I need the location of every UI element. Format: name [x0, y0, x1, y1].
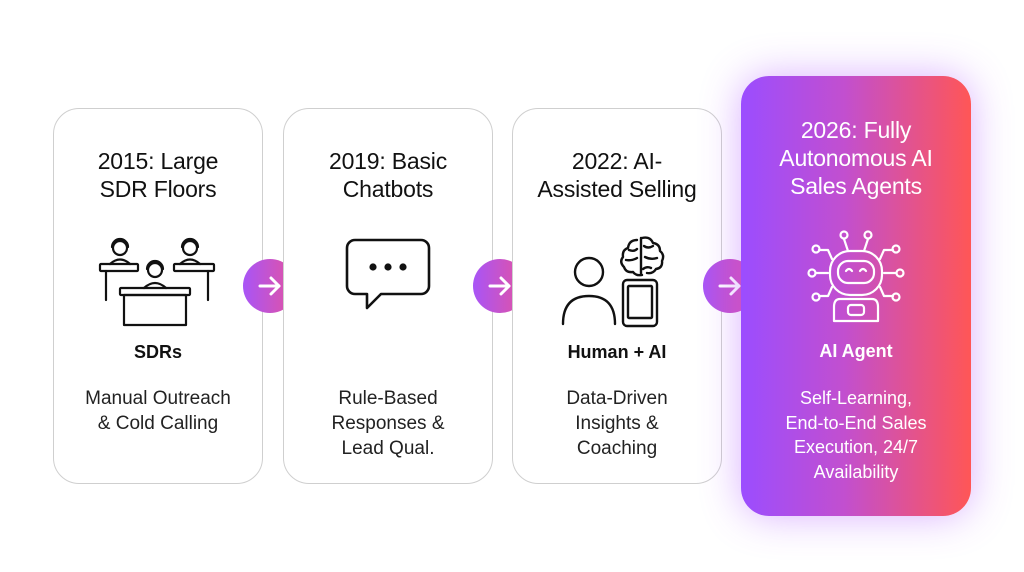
stage-card-2019: 2019: Basic Chatbots Rule-Based Response…: [283, 108, 493, 484]
stage-title: 2026: Fully Autonomous AI Sales Agents: [749, 116, 963, 200]
stage-label: SDRs: [133, 342, 182, 362]
chat-bubble-icon: [284, 229, 492, 319]
stage-title: 2022: AI- Assisted Selling: [521, 147, 713, 203]
stage-description-line: Self-Learning,: [799, 388, 913, 408]
stage-title-line: Assisted Selling: [537, 176, 697, 202]
stage-description-line: Availability: [813, 461, 899, 482]
stage-card-2015: 2015: Large SDR Floors: [53, 108, 263, 484]
stage-description-line: Manual Outreach: [85, 388, 231, 409]
human-ai-icon: [513, 227, 721, 337]
stage-title-line: 2026: Fully: [800, 117, 912, 143]
stage-description-line: & Cold Calling: [97, 413, 219, 434]
stage-description-line: Coaching: [576, 438, 658, 459]
stage-description-line: End-to-End Sales: [785, 412, 927, 433]
stage-description-line: Insights &: [575, 413, 659, 434]
stage-description: Self-Learning, End-to-End Sales Executio…: [751, 386, 961, 484]
stage-title: 2015: Large SDR Floors: [62, 147, 254, 203]
stage-title-line: Chatbots: [342, 176, 434, 202]
stage-title-line: 2022: AI-: [571, 148, 663, 174]
stage-description: Manual Outreach & Cold Calling: [64, 386, 252, 436]
stage-description: Rule-Based Responses & Lead Qual.: [294, 386, 482, 461]
stage-title: 2019: Basic Chatbots: [292, 147, 484, 203]
stage-title-line: SDR Floors: [99, 176, 217, 202]
stage-title-line: Sales Agents: [790, 173, 922, 199]
stage-description-line: Lead Qual.: [341, 438, 435, 459]
stage-title-line: 2015: Large: [97, 148, 219, 174]
stage-description: Data-Driven Insights & Coaching: [523, 386, 711, 461]
stage-title-line: Autonomous AI: [779, 145, 933, 171]
stage-card-2022: 2022: AI- Assisted Selling: [512, 108, 722, 484]
stage-label: AI Agent: [819, 341, 893, 361]
stage-title-line: 2019: Basic: [329, 148, 447, 174]
stage-description-line: Data-Driven: [566, 388, 668, 409]
stage-description-line: Rule-Based: [338, 388, 438, 409]
stage-description-line: Responses &: [331, 413, 445, 434]
ai-robot-icon: [741, 224, 971, 334]
sdr-team-icon: [54, 227, 262, 337]
stage-card-2026: 2026: Fully Autonomous AI Sales Agents: [741, 76, 971, 516]
stage-description-line: Execution, 24/7: [793, 437, 919, 457]
stage-label: Human + AI: [567, 342, 667, 362]
